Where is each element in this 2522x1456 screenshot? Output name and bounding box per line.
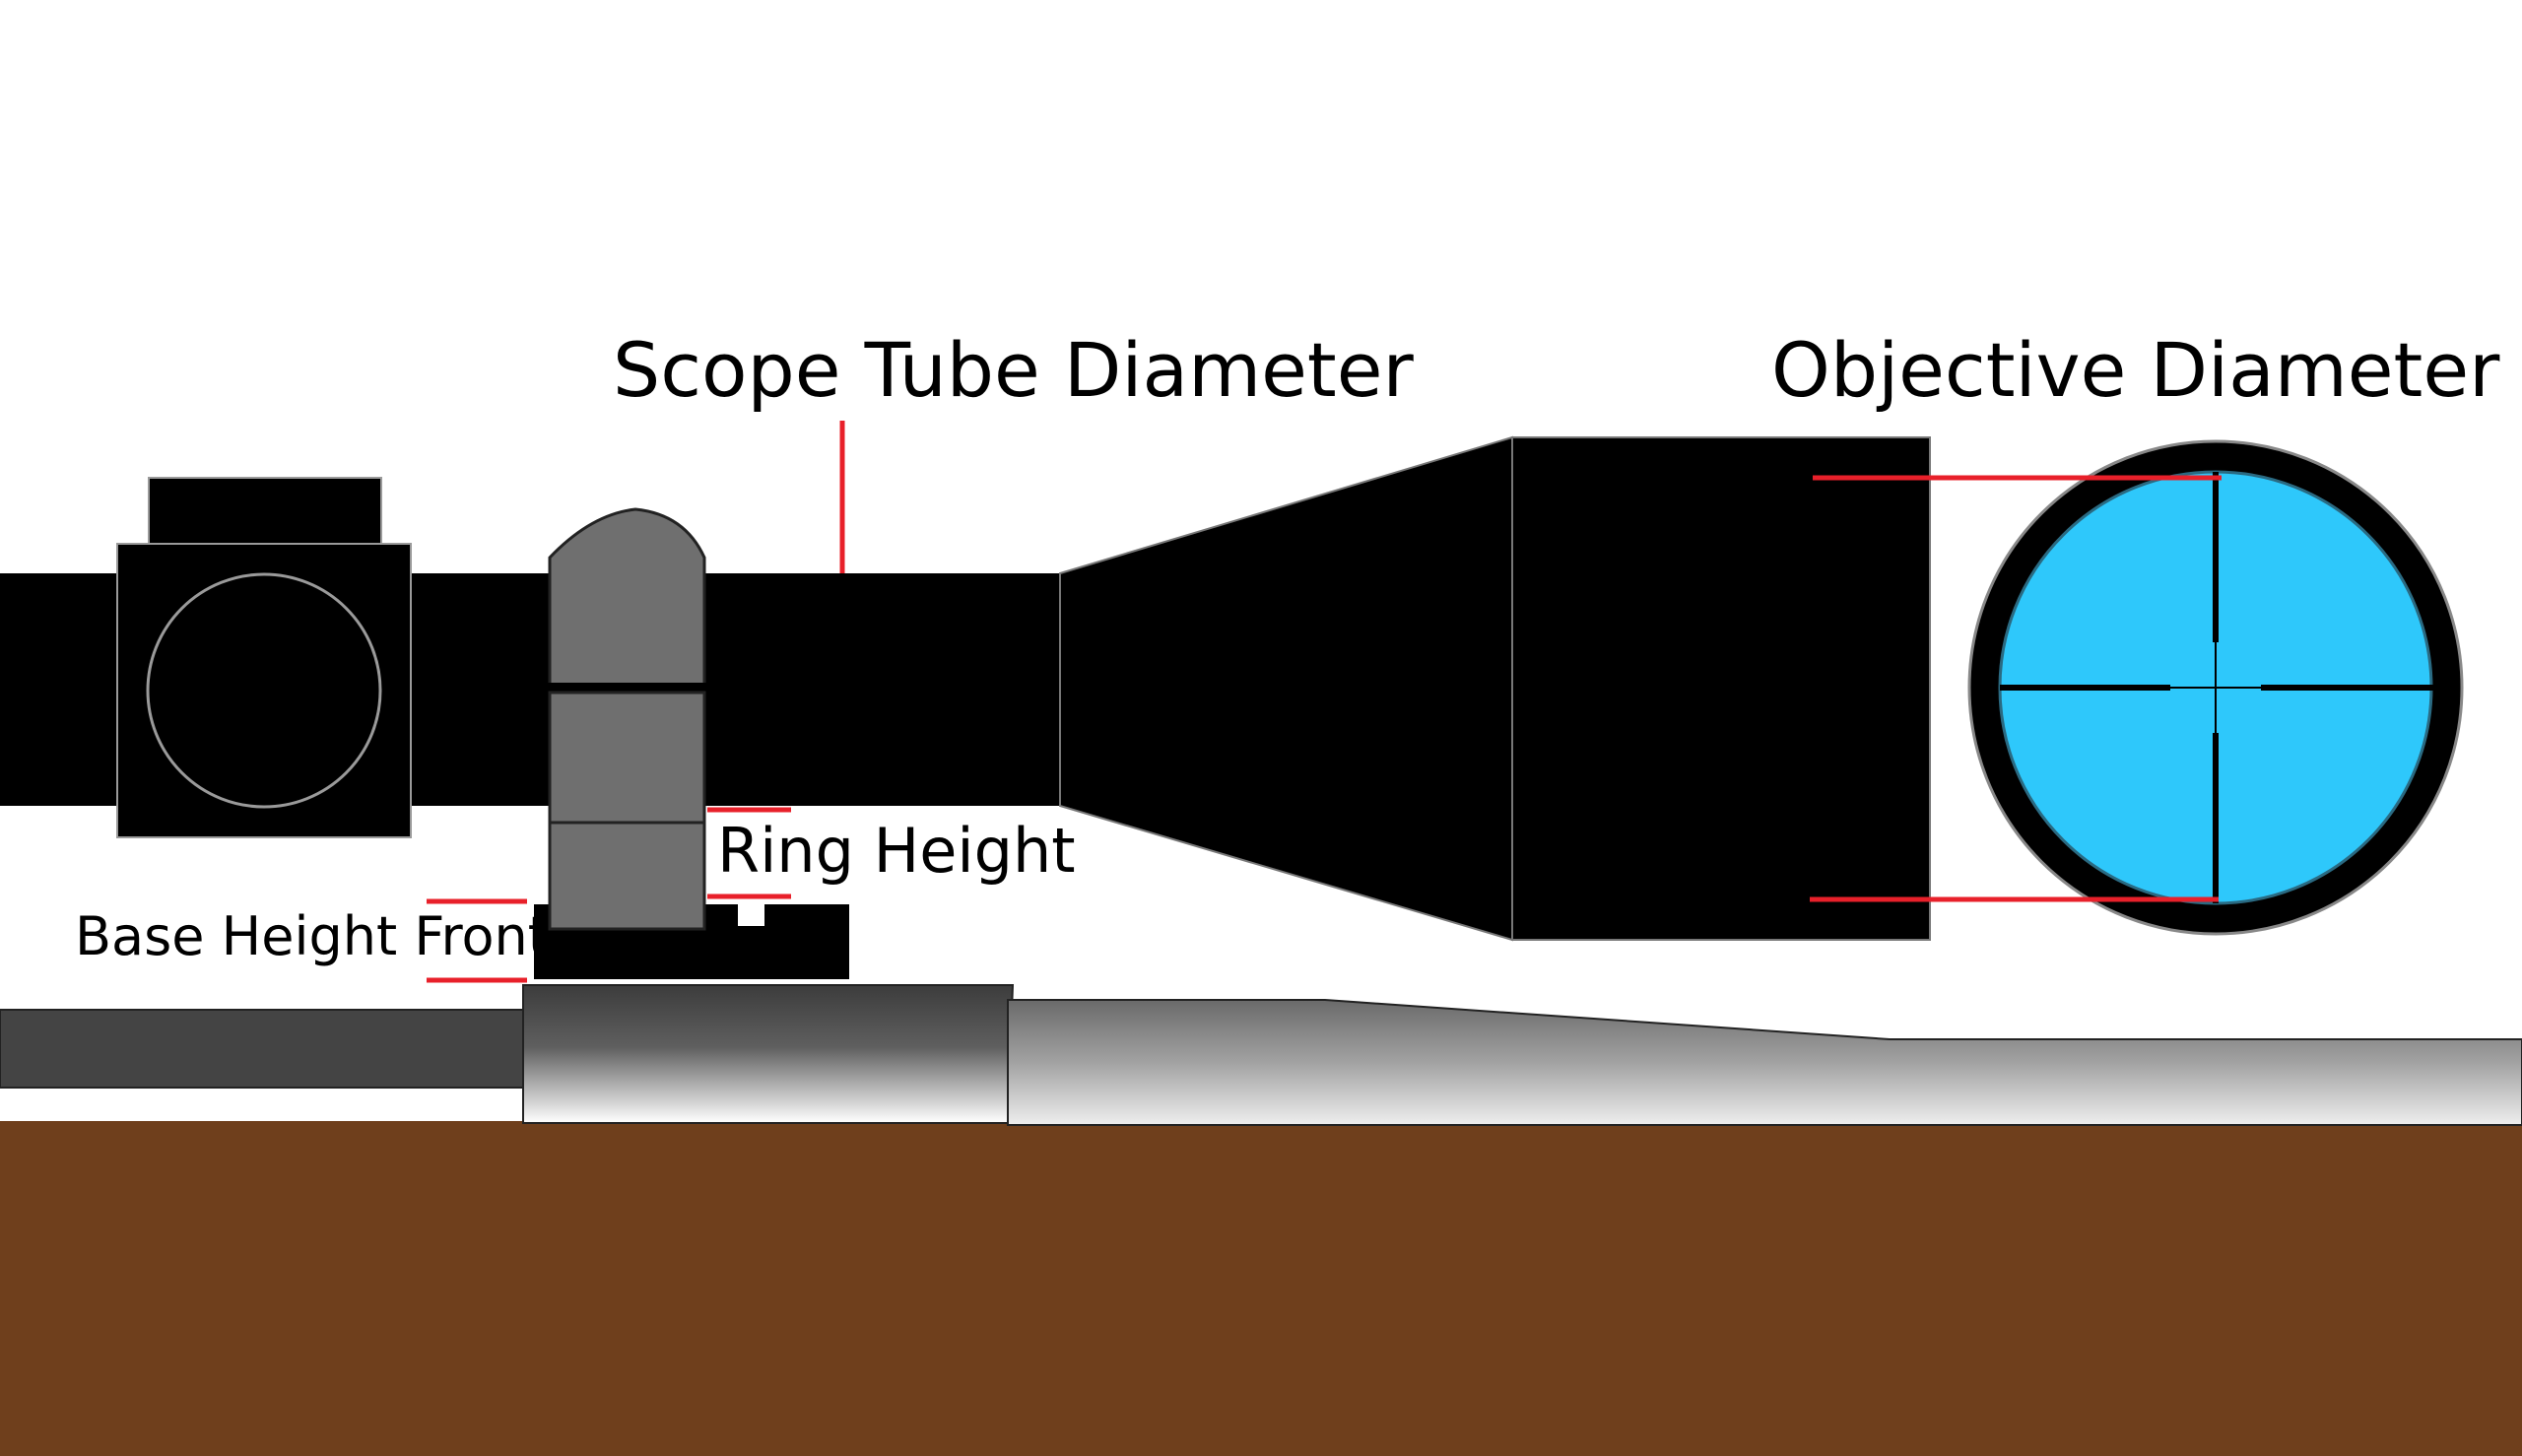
scope-ring-base bbox=[548, 821, 706, 931]
scope-ring-cap bbox=[548, 507, 706, 690]
objective-diameter-label: Objective Diameter bbox=[1771, 326, 2500, 414]
scope-tube-diameter-label: Scope Tube Diameter bbox=[613, 326, 1414, 414]
ring-gap bbox=[547, 683, 707, 693]
objective-housing bbox=[1511, 436, 1931, 941]
turret-knob bbox=[146, 572, 382, 809]
scope-ring-mid bbox=[548, 691, 706, 825]
rifle-stock bbox=[0, 1121, 2522, 1456]
turret-cap bbox=[148, 477, 382, 545]
rifle-action-rear bbox=[0, 1009, 524, 1089]
rifle-barrel bbox=[1007, 999, 2522, 1126]
base-slot bbox=[738, 904, 764, 926]
base-height-front-label: Base Height Front bbox=[75, 905, 549, 967]
objective-bell bbox=[1059, 435, 1513, 942]
rifle-receiver bbox=[522, 984, 1015, 1124]
measurement-lines bbox=[427, 421, 2222, 983]
ring-height-label: Ring Height bbox=[717, 815, 1076, 887]
crosshair-reticle-icon bbox=[2000, 472, 2435, 903]
